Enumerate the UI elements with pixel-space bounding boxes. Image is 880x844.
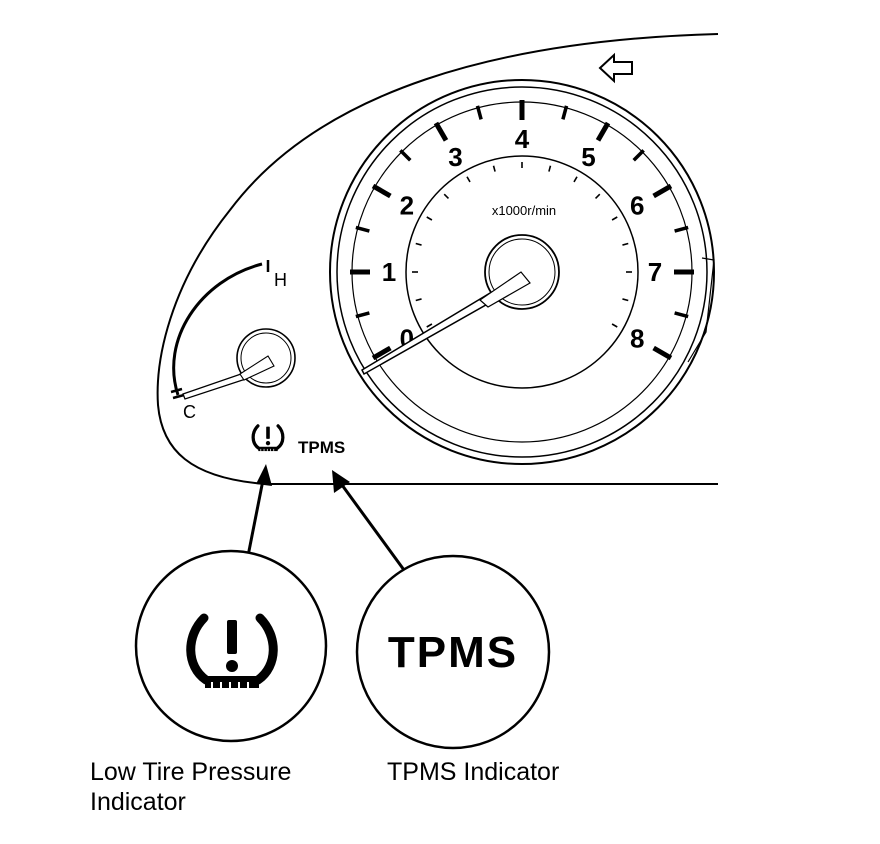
tachometer-minor-tick xyxy=(632,149,645,162)
tachometer-major-tick xyxy=(433,121,449,142)
tachometer-minor-tick xyxy=(475,105,483,120)
tachometer-hub-inner xyxy=(488,238,556,306)
temperature-needle-hub xyxy=(239,355,275,381)
tachometer-inner-tick xyxy=(622,298,629,302)
tachometer-inner-tick xyxy=(415,242,422,246)
tachometer-center-face xyxy=(405,155,639,389)
tachometer-number: 5 xyxy=(581,142,595,172)
cluster-tpms-text: TPMS xyxy=(298,438,345,457)
tachometer-major-tick xyxy=(595,121,611,142)
tachometer-minor-tick xyxy=(561,105,569,120)
cluster-housing-outline xyxy=(156,33,719,485)
tachometer-inner-tick xyxy=(492,165,496,172)
tachometer-inner-tick xyxy=(415,298,422,302)
temperature-gauge: H C xyxy=(170,260,296,422)
tachometer-minor-tick xyxy=(355,311,370,319)
temperature-cold-label: C xyxy=(183,402,196,422)
tachometer-inner-ring xyxy=(336,86,708,458)
low-tire-pressure-caption: Low Tire Pressure Indicator xyxy=(90,758,292,816)
tachometer-inner-tick xyxy=(594,193,601,200)
tachometer-major-tick xyxy=(371,183,392,199)
tpms-callout-circle xyxy=(355,554,551,750)
tachometer-minor-tick xyxy=(674,225,689,233)
tachometer-outer-ring xyxy=(329,79,715,465)
temperature-cold-tick xyxy=(170,387,183,394)
tachometer-number: 3 xyxy=(448,142,462,172)
temperature-hot-label: H xyxy=(274,270,287,290)
tachometer-major-tick xyxy=(652,345,673,361)
tachometer-ticks xyxy=(350,100,694,361)
tachometer-inner-tick xyxy=(611,216,618,221)
tachometer-inner-tick xyxy=(426,323,433,328)
tachometer-inner-tick xyxy=(548,165,552,172)
tachometer-number: 8 xyxy=(630,324,644,354)
tachometer-inner-tick xyxy=(443,193,450,200)
tachometer-inner-tick xyxy=(622,242,629,246)
tachometer-major-tick xyxy=(371,345,392,361)
redline-zone xyxy=(687,257,715,363)
tachometer-major-tick xyxy=(652,183,673,199)
tachometer-minor-tick xyxy=(399,149,412,162)
tachometer-inner-tick xyxy=(611,323,618,328)
tachometer-minor-tick xyxy=(674,311,689,319)
low-tire-pressure-icon xyxy=(251,424,285,454)
tpms-callout-text: TPMS xyxy=(388,628,518,677)
temperature-arc xyxy=(172,262,263,396)
temperature-hub-inner xyxy=(240,332,292,384)
tachometer-number: 2 xyxy=(400,191,414,221)
leader-arrow-low-tire xyxy=(246,464,272,557)
tachometer-inner-tick xyxy=(573,176,578,183)
tachometer-inner-tick xyxy=(466,176,471,183)
tpms-indicator-caption: TPMS Indicator xyxy=(387,758,560,786)
tachometer-number: 1 xyxy=(382,257,396,287)
leader-arrow-tpms xyxy=(332,470,406,571)
tachometer-inner-tick xyxy=(426,216,433,221)
tachometer-number: 7 xyxy=(648,257,662,287)
tachometer-unit-label: x1000r/min xyxy=(492,203,556,218)
tachometer-number: 4 xyxy=(515,124,530,154)
tachometer-number: 6 xyxy=(630,191,644,221)
left-arrow-icon xyxy=(598,52,633,84)
tachometer-minor-tick xyxy=(355,225,370,233)
tachometer-needle-hub xyxy=(479,271,531,308)
temperature-cold-tick-2 xyxy=(172,393,185,400)
